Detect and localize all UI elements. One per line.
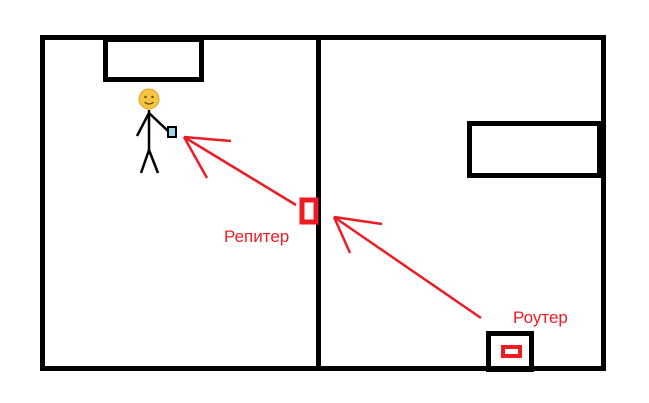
right-furniture <box>467 121 602 178</box>
arrow-repeater-to-phone <box>182 135 297 207</box>
repeater-device <box>299 197 319 225</box>
stick-figure <box>135 110 169 174</box>
router-device <box>501 345 522 358</box>
router-box <box>486 331 534 372</box>
repeater-label: Репитер <box>224 227 289 246</box>
smiley-face-icon <box>138 88 160 110</box>
top-left-furniture <box>103 37 204 82</box>
router-label: Роутер <box>513 308 568 327</box>
person <box>135 88 177 174</box>
arrow-router-to-repeater <box>332 215 482 320</box>
signal-arrows <box>182 135 482 320</box>
phone-icon <box>167 126 177 138</box>
outer-wall <box>40 35 606 371</box>
